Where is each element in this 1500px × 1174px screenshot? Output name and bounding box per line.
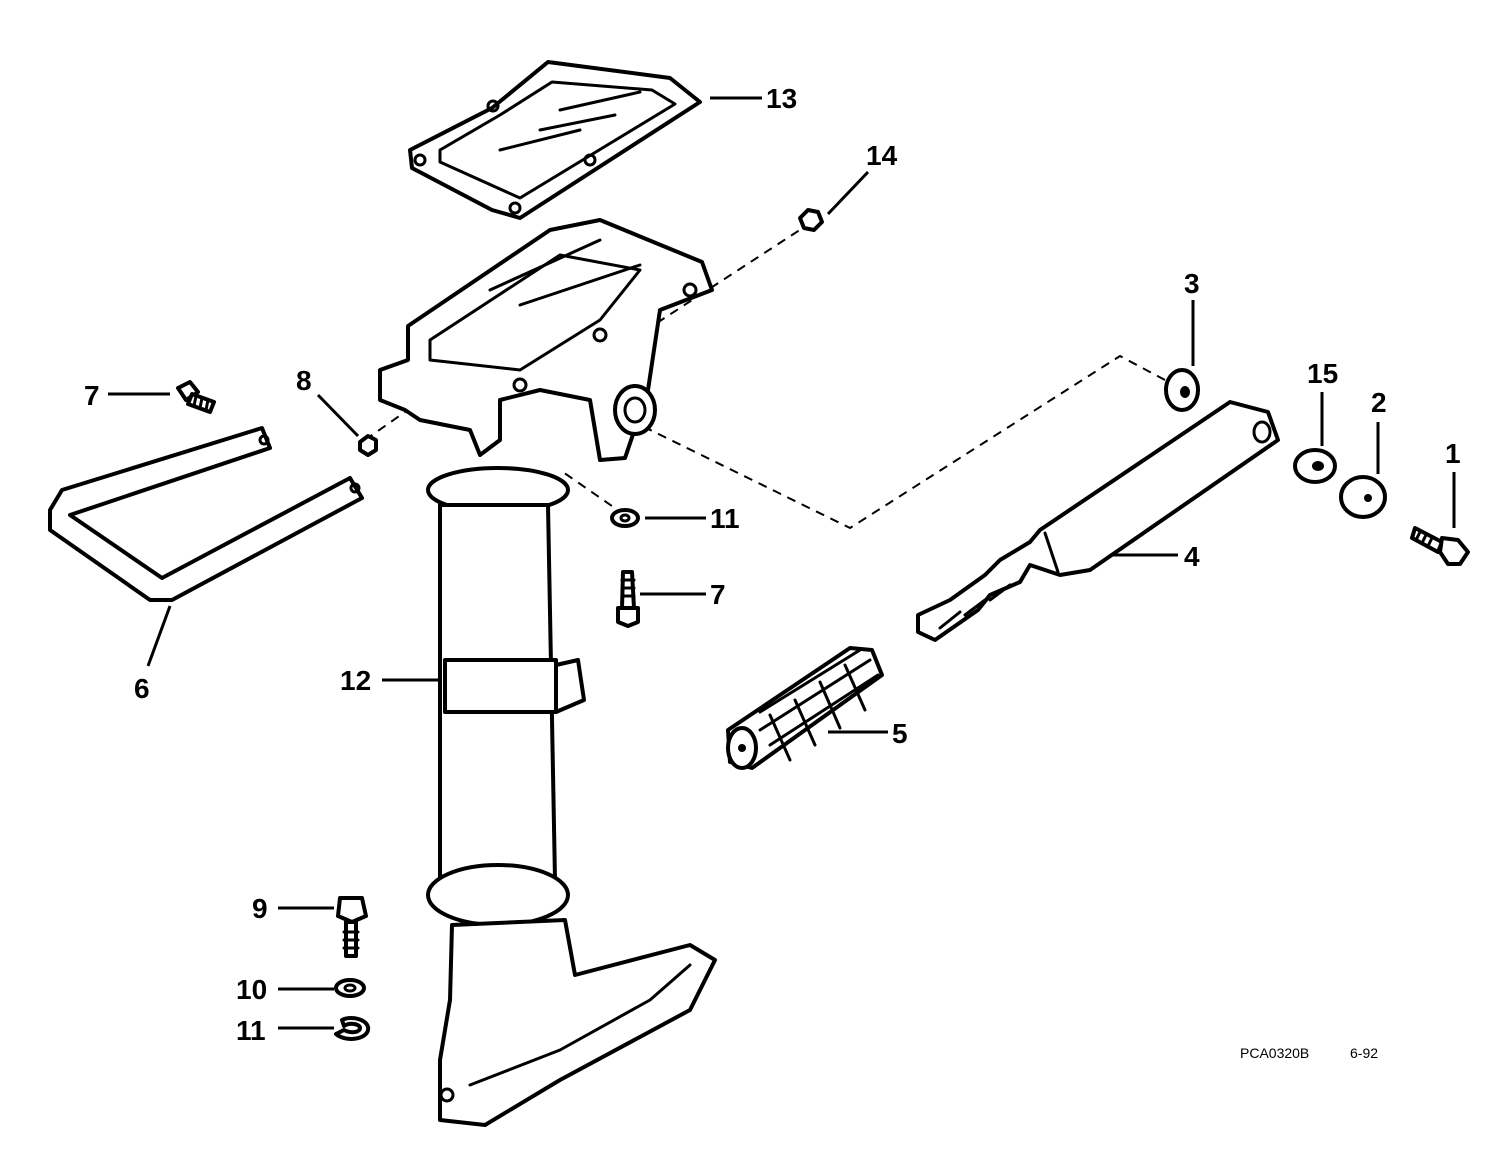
callout-3: 3 xyxy=(1184,268,1200,299)
callout-8: 8 xyxy=(296,365,312,396)
nut-part-11-upper[interactable] xyxy=(610,508,640,528)
callout-13: 13 xyxy=(766,83,797,114)
callout-9: 9 xyxy=(252,893,268,924)
tiller-arm-part-4[interactable] xyxy=(916,400,1280,642)
callout-2: 2 xyxy=(1371,387,1387,418)
nut-part-14[interactable] xyxy=(798,208,824,232)
washer-part-10[interactable] xyxy=(334,978,366,998)
leader-lines xyxy=(108,96,1456,1030)
bolt-part-9[interactable] xyxy=(336,896,368,958)
callout-11-lower: 11 xyxy=(236,1015,266,1046)
callout-15: 15 xyxy=(1307,358,1338,389)
callout-6: 6 xyxy=(134,673,150,704)
callout-labels: 13 14 3 15 2 1 4 5 7 8 11 7 6 12 9 10 11 xyxy=(84,83,1461,1046)
washer-part-3[interactable] xyxy=(1164,368,1200,412)
callout-7-upper: 7 xyxy=(84,380,100,411)
callout-1: 1 xyxy=(1445,438,1461,469)
handle-bracket-part-6[interactable] xyxy=(48,426,364,602)
bolt-part-7-upper[interactable] xyxy=(176,380,216,414)
bolt-part-1[interactable] xyxy=(1410,526,1470,566)
callout-11-upper: 11 xyxy=(710,503,740,534)
callout-7-lower: 7 xyxy=(710,579,726,610)
washer-part-15[interactable] xyxy=(1293,448,1337,484)
grip-part-5[interactable] xyxy=(726,646,884,770)
callout-5: 5 xyxy=(892,718,908,749)
gasket-part-13[interactable] xyxy=(408,60,702,220)
bolt-part-7-lower[interactable] xyxy=(616,570,640,628)
diagram-date: 6-92 xyxy=(1350,1045,1378,1061)
nut-part-8[interactable] xyxy=(358,434,378,457)
callout-14: 14 xyxy=(866,140,898,171)
callout-12: 12 xyxy=(340,665,371,696)
diagram-code: PCA0320B xyxy=(1240,1045,1309,1061)
callout-10: 10 xyxy=(236,974,267,1005)
drive-shaft-housing-part-12[interactable] xyxy=(378,218,717,1127)
retaining-ring-part-11-lower[interactable] xyxy=(334,1016,371,1041)
callout-4: 4 xyxy=(1184,541,1200,572)
washer-part-2[interactable] xyxy=(1339,475,1387,519)
